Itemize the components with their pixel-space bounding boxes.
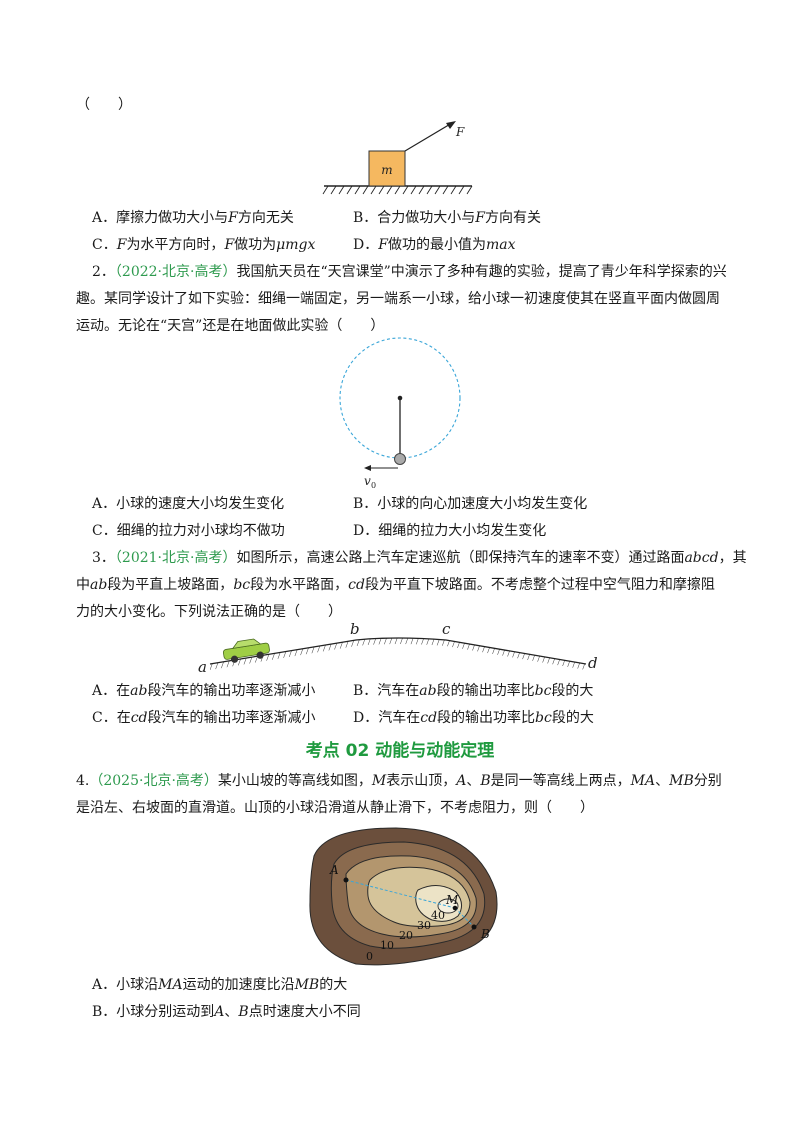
q2-stem-line2: 趣。某同学设计了如下实验：细绳一端固定，另一端系一小球，给小球一初速度使其在竖直… xyxy=(76,291,720,307)
q2-stem-line3: 运动。无论在“天宫”还是在地面做此实验（ ） xyxy=(76,318,385,334)
slide-MA xyxy=(345,879,456,909)
block-label: m xyxy=(381,163,392,177)
q3-option-d[interactable]: D．汽车在cd段的输出功率比bc段的大 xyxy=(353,710,594,726)
q4-stem-line1: 4.（2025·北京·高考）某小山坡的等高线如图，M表示山顶，A、B是同一等高线… xyxy=(76,773,722,789)
block-m xyxy=(368,150,406,187)
contour-label-40: 40 xyxy=(431,909,445,922)
q1-figure: m F xyxy=(322,121,473,195)
velocity-arrow-head xyxy=(364,465,371,471)
point-A-label: A xyxy=(329,863,339,877)
q2-source: （2022·北京·高考） xyxy=(114,264,237,280)
q4-stem-line2: 是沿左、右坡面的直滑道。山顶的小球沿滑道从静止滑下，不考虑阻力，则（ ） xyxy=(76,800,594,816)
force-arrow-shaft xyxy=(404,122,453,152)
q3-figure: a b c d xyxy=(198,620,598,676)
q3-option-a[interactable]: A．在ab段汽车的输出功率逐渐减小 xyxy=(92,683,316,699)
contour-label-20: 20 xyxy=(399,929,413,942)
velocity-subscript: 0 xyxy=(371,481,376,490)
q1-option-c[interactable]: C．F为水平方向时，F做功为μmgx xyxy=(92,237,316,253)
point-B-dot xyxy=(471,924,477,930)
q2-option-d[interactable]: D．细绳的拉力大小均发生变化 xyxy=(353,523,547,539)
q3-stem-line2: 中ab段为平直上坡路面，bc段为水平路面，cd段为平直下坡路面。不考虑整个过程中… xyxy=(76,577,715,593)
q1-option-b[interactable]: B．合力做功大小与F方向有关 xyxy=(353,210,542,226)
answer-paren: （ ） xyxy=(76,97,132,113)
point-M-dot xyxy=(452,905,458,911)
q2-stem-line1: 2．（2022·北京·高考）我国航天员在“天宫课堂”中演示了多种有趣的实验，提高… xyxy=(92,264,727,280)
road-hatch xyxy=(210,638,586,670)
force-arrow-head xyxy=(446,121,456,129)
contour-label-30: 30 xyxy=(417,919,431,932)
q1-option-a[interactable]: A．摩擦力做功大小与F方向无关 xyxy=(92,210,294,226)
q4-figure: A M B 0 10 20 30 40 xyxy=(309,827,498,966)
section-heading: 考点 02 动能与动能定理 xyxy=(305,741,495,761)
point-B-label: B xyxy=(480,927,490,941)
q2-option-b[interactable]: B．小球的向心加速度大小均发生变化 xyxy=(353,496,588,512)
q3-source: （2021·北京·高考） xyxy=(114,550,237,566)
q2-figure: v 0 xyxy=(339,337,461,490)
road-surface xyxy=(209,637,587,665)
q2-option-a[interactable]: A．小球的速度大小均发生变化 xyxy=(92,496,285,512)
point-M-label: M xyxy=(445,893,459,907)
q1-option-d[interactable]: D．F做功的最小值为max xyxy=(353,237,516,253)
q3-stem-line3: 力的大小变化。下列说法正确的是（ ） xyxy=(76,604,342,620)
q4-option-a[interactable]: A．小球沿MA运动的加速度比沿MB的大 xyxy=(92,977,348,993)
q3-option-b[interactable]: B．汽车在ab段的输出功率比bc段的大 xyxy=(353,683,594,699)
velocity-label: v xyxy=(364,474,371,488)
ball xyxy=(394,453,406,465)
road-point-c: c xyxy=(442,620,451,638)
contour-label-10: 10 xyxy=(380,939,394,952)
q3-stem-line1: 3．（2021·北京·高考）如图所示，高速公路上汽车定速巡航（即保持汽车的速率不… xyxy=(92,550,747,566)
q2-option-c[interactable]: C．细绳的拉力对小球均不做功 xyxy=(92,523,285,539)
road-point-a: a xyxy=(198,658,207,676)
slide-MB xyxy=(454,907,475,928)
contour-label-0: 0 xyxy=(366,950,373,963)
road-point-b: b xyxy=(350,620,360,638)
q3-option-c[interactable]: C．在cd段汽车的输出功率逐渐减小 xyxy=(92,710,316,726)
force-label: F xyxy=(455,125,465,139)
q4-source: （2025·北京·高考） xyxy=(89,773,218,789)
ground-hatch xyxy=(322,185,473,195)
car-icon xyxy=(222,638,270,663)
q4-option-b[interactable]: B．小球分别运动到A、B点时速度大小不同 xyxy=(92,1004,361,1020)
road-point-d: d xyxy=(588,654,598,672)
point-A-dot xyxy=(343,877,349,883)
